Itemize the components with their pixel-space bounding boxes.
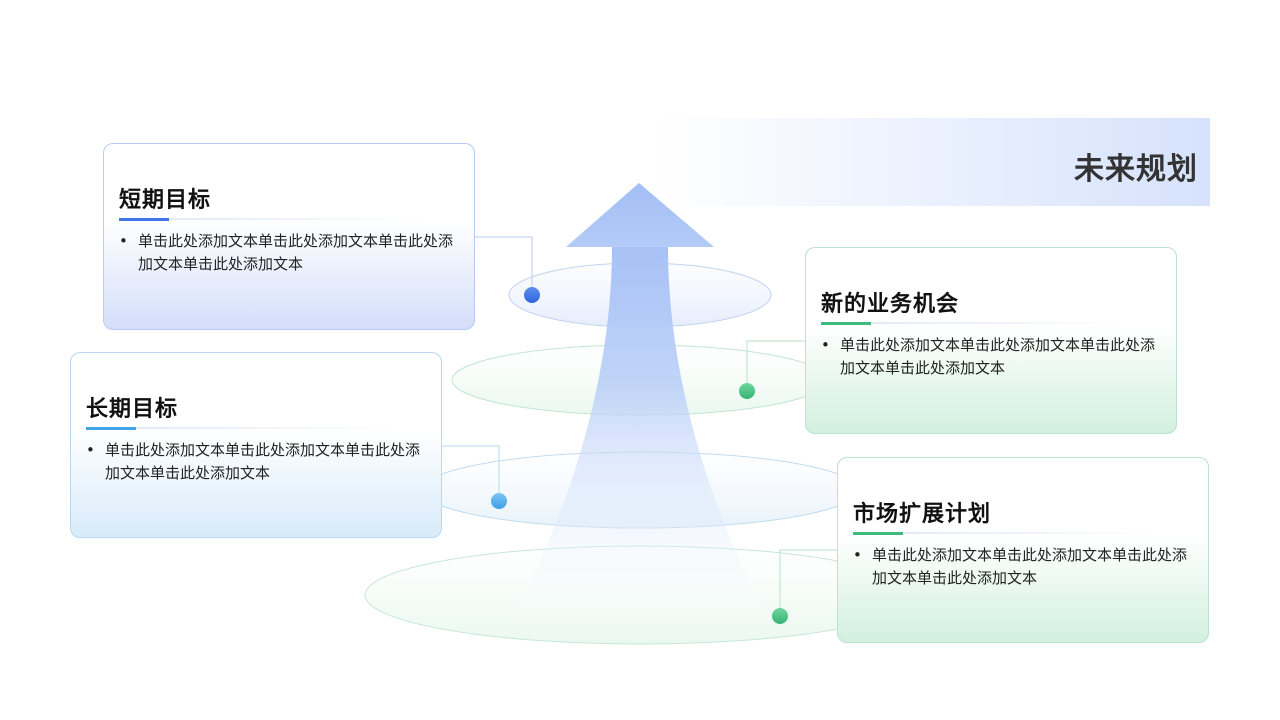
bullet-icon: • <box>119 232 128 250</box>
title-band: 未来规划 <box>655 118 1210 206</box>
arrow-shaft <box>500 246 780 640</box>
title-underline <box>86 426 396 430</box>
card-market-expansion-plan[interactable]: 市场扩展计划 • 单击此处添加文本单击此处添加文本单击此处添加文本单击此处添加文… <box>837 457 1209 643</box>
connector-long <box>442 445 500 497</box>
card-short-term-goal[interactable]: 短期目标 • 单击此处添加文本单击此处添加文本单击此处添加文本单击此处添加文本 <box>103 143 475 330</box>
underline-accent <box>853 531 903 535</box>
bullet-icon: • <box>821 336 830 354</box>
card-body[interactable]: • 单击此处添加文本单击此处添加文本单击此处添加文本单击此处添加文本 <box>119 230 464 276</box>
card-title[interactable]: 市场扩展计划 <box>853 502 992 527</box>
marker-dot-short <box>524 287 540 303</box>
card-long-term-goal[interactable]: 长期目标 • 单击此处添加文本单击此处添加文本单击此处添加文本单击此处添加文本 <box>70 352 442 538</box>
underline-accent <box>119 217 169 221</box>
card-body[interactable]: • 单击此处添加文本单击此处添加文本单击此处添加文本单击此处添加文本 <box>853 544 1198 590</box>
card-body[interactable]: • 单击此处添加文本单击此处添加文本单击此处添加文本单击此处添加文本 <box>821 334 1166 380</box>
bullet-icon: • <box>853 546 862 564</box>
arrow-head <box>566 183 714 247</box>
bullet-icon: • <box>86 441 95 459</box>
slide-title[interactable]: 未来规划 <box>1074 152 1198 187</box>
marker-dot-long <box>491 493 507 509</box>
title-underline <box>853 531 1163 535</box>
marker-dot-market <box>772 608 788 624</box>
card-title[interactable]: 新的业务机会 <box>821 292 960 317</box>
card-new-business-opportunity[interactable]: 新的业务机会 • 单击此处添加文本单击此处添加文本单击此处添加文本单击此处添加文… <box>805 247 1177 434</box>
underline-accent <box>86 426 136 430</box>
card-text[interactable]: 单击此处添加文本单击此处添加文本单击此处添加文本单击此处添加文本 <box>138 232 454 273</box>
card-body[interactable]: • 单击此处添加文本单击此处添加文本单击此处添加文本单击此处添加文本 <box>86 439 431 485</box>
card-title[interactable]: 短期目标 <box>119 188 212 213</box>
connector-short <box>475 236 533 290</box>
title-underline <box>119 217 429 221</box>
connector-market <box>779 549 837 612</box>
underline-accent <box>821 321 871 325</box>
card-text[interactable]: 单击此处添加文本单击此处添加文本单击此处添加文本单击此处添加文本 <box>872 546 1188 587</box>
title-underline <box>821 321 1131 325</box>
card-title[interactable]: 长期目标 <box>86 397 179 422</box>
marker-dot-new <box>739 383 755 399</box>
card-text[interactable]: 单击此处添加文本单击此处添加文本单击此处添加文本单击此处添加文本 <box>105 441 421 482</box>
connector-new <box>746 340 805 387</box>
card-text[interactable]: 单击此处添加文本单击此处添加文本单击此处添加文本单击此处添加文本 <box>840 336 1156 377</box>
